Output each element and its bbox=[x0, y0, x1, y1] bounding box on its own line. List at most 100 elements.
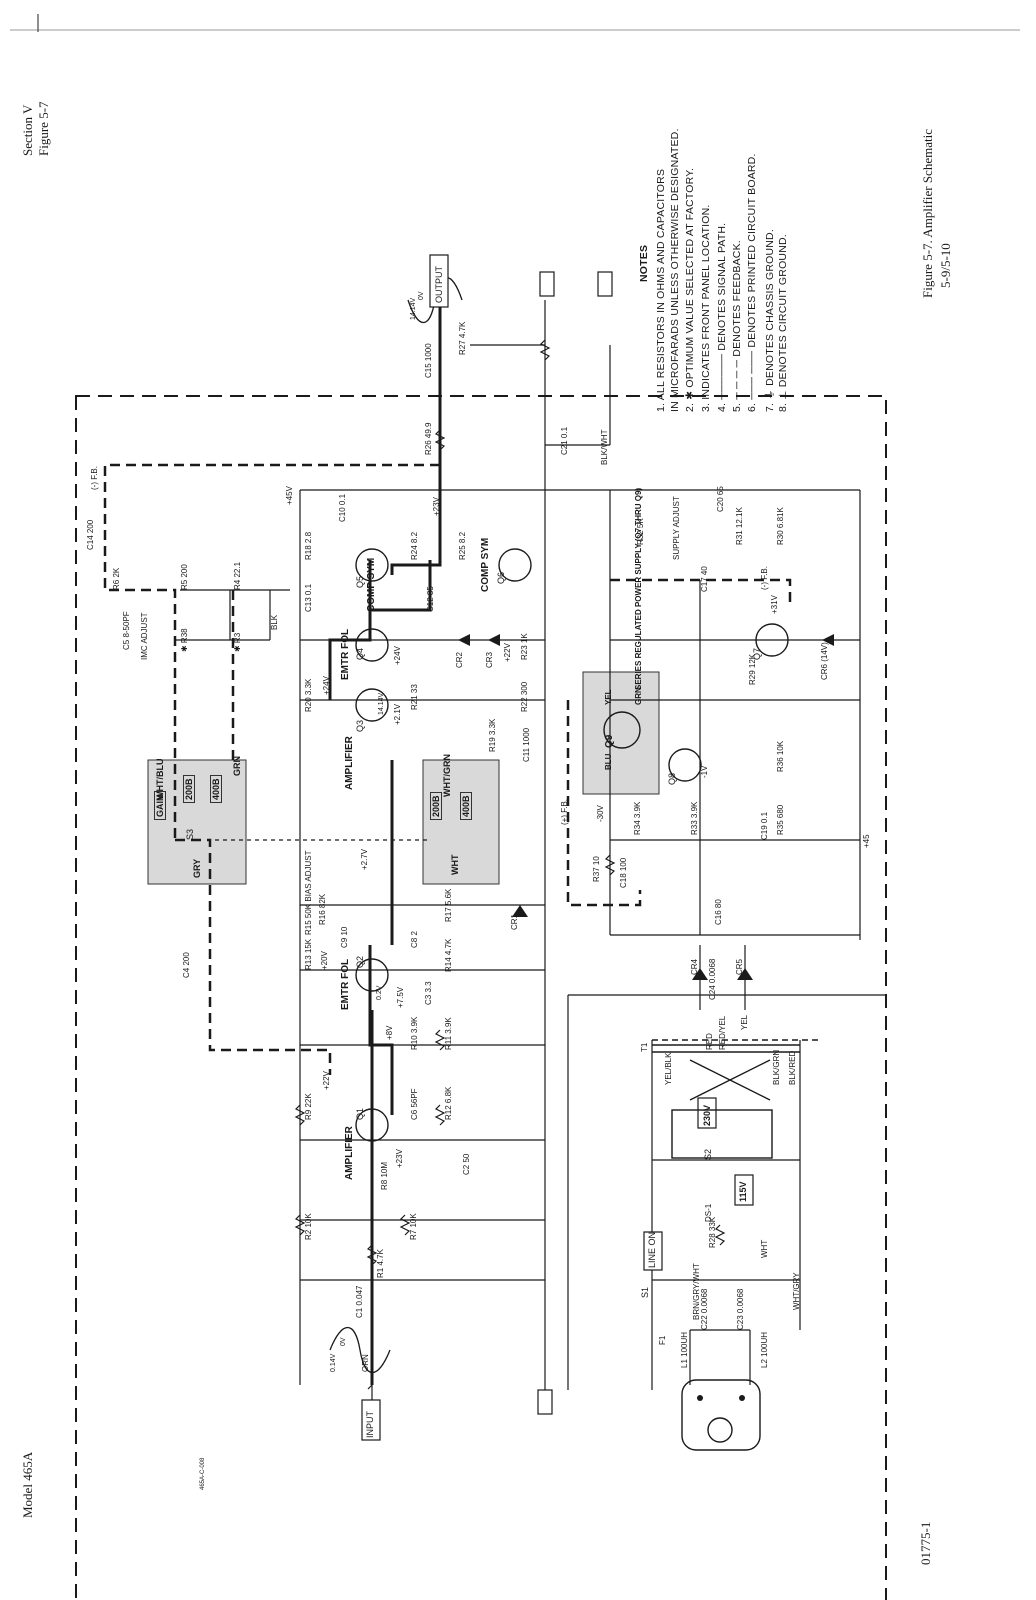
230v-box bbox=[697, 1097, 717, 1129]
c5-label: C5 8-50PF bbox=[122, 611, 131, 650]
c1-label: C1 0.047 bbox=[355, 1285, 364, 1318]
c13-label: C13 0.1 bbox=[304, 583, 313, 612]
r30-label: R30 6.81K bbox=[776, 507, 785, 545]
r33-label: R33 3.9K bbox=[690, 801, 699, 835]
figure-pages: 5-9/5-10 bbox=[938, 243, 953, 288]
l2-label: L2 100UH bbox=[760, 1331, 769, 1368]
r38-label: ✱ R38 bbox=[180, 628, 189, 652]
c16-label: C16 80 bbox=[714, 899, 723, 925]
cr5-label: CR5 bbox=[735, 958, 744, 975]
q4-name: EMTR FOL bbox=[340, 628, 351, 680]
q6-name: COMP SYM bbox=[480, 537, 491, 592]
q3-name: AMPLIFIER bbox=[344, 736, 355, 790]
q1-ref: Q1 bbox=[355, 1107, 365, 1120]
input-wave-zero: 0V bbox=[340, 1337, 347, 1346]
r7-label: R7 10K bbox=[409, 1213, 418, 1240]
q9-panel bbox=[582, 671, 660, 795]
r5-label: R5 200 bbox=[180, 564, 189, 590]
r1-label: R1 4.7K bbox=[376, 1249, 385, 1278]
output-terminal-box bbox=[429, 254, 449, 308]
v-m30: -30V bbox=[596, 805, 605, 822]
q2-symbol bbox=[355, 958, 389, 992]
c15-label: C15 1000 bbox=[424, 343, 433, 378]
v-45-b: +45 bbox=[862, 834, 871, 848]
c23-label: C23 0.0068 bbox=[736, 1288, 745, 1330]
note-8: 8. ⊥ DENOTES CIRCUIT GROUND. bbox=[777, 234, 789, 412]
v-8: +8V bbox=[385, 1025, 394, 1040]
resistor-symbols bbox=[294, 339, 726, 1390]
output-wave-amp: 14.14V bbox=[410, 297, 417, 320]
wire-redyel: RED/YEL bbox=[718, 1015, 727, 1050]
diode-symbols bbox=[458, 634, 834, 980]
q2-ref: Q2 bbox=[355, 955, 365, 968]
v-75: +7.5V bbox=[396, 986, 405, 1008]
signal-path bbox=[328, 260, 442, 1385]
v-27: +2.7V bbox=[360, 848, 369, 870]
wire-red: RED bbox=[705, 1033, 714, 1050]
v-45: +45V bbox=[285, 486, 294, 505]
c21-label: C21 0.1 bbox=[560, 426, 569, 455]
r9-label: R9 22K bbox=[304, 1093, 313, 1120]
wire-blu: BLU bbox=[604, 753, 613, 770]
transistor-symbols bbox=[355, 548, 789, 1142]
fb-minus: (-) F.B. bbox=[90, 466, 99, 490]
output-terminal: OUTPUT bbox=[434, 266, 444, 303]
v-24-b: +24V bbox=[393, 646, 402, 665]
figure-ref-label: Figure 5-7 bbox=[36, 101, 51, 156]
r23-label: R23 1K bbox=[520, 633, 529, 660]
s3-pos-200b: 200B bbox=[183, 775, 195, 803]
r18-label: R18 2.8 bbox=[304, 531, 313, 560]
q2-name: EMTR FOL bbox=[340, 958, 351, 1010]
f1-label: F1 bbox=[658, 1335, 667, 1345]
q1-symbol bbox=[355, 1108, 389, 1142]
s2-230v: 230V bbox=[702, 1104, 712, 1126]
v-22-b: +22V bbox=[503, 643, 512, 662]
wire-grn: GRN bbox=[634, 687, 643, 705]
r11-label: R11 3.9K bbox=[444, 1017, 453, 1050]
q8-ref: Q8 bbox=[667, 772, 677, 785]
r4-label: R4 22.1 bbox=[233, 561, 242, 590]
v-02: 0.2V bbox=[376, 985, 383, 1000]
note-6: 6. ─── ─── DENOTES PRINTED CIRCUIT BOARD… bbox=[746, 153, 758, 412]
cr2-symbol bbox=[458, 634, 470, 646]
q6-ref: Q6 bbox=[496, 571, 506, 584]
input-terminal-box bbox=[361, 1399, 381, 1441]
r22-label: R22 300 bbox=[520, 681, 529, 712]
r19-label: R19 3.3K bbox=[488, 718, 497, 752]
q5-name: COMP SYM bbox=[366, 557, 377, 612]
output-wave-zero: 0V bbox=[418, 291, 425, 300]
c11-label: C11 1000 bbox=[522, 727, 531, 762]
c18-label: C18 100 bbox=[619, 857, 628, 888]
q3-symbol bbox=[355, 688, 389, 722]
wire-orn: ORN bbox=[361, 1354, 370, 1372]
note-1a: 1. ALL RESISTORS IN OHMS AND CAPACITORS bbox=[655, 168, 667, 412]
r2-label: R2 10K bbox=[304, 1213, 313, 1240]
supply-adjust-label: SUPPLY ADJUST bbox=[672, 496, 681, 560]
s3b-pos-200b: 200B bbox=[430, 792, 442, 820]
v-22-a: +22V bbox=[322, 1071, 331, 1090]
r3-label: ✱ R3 bbox=[233, 632, 242, 652]
c24-label: C24 0.0068 bbox=[708, 958, 717, 1000]
q4-ref: Q4 bbox=[355, 647, 365, 660]
note-2: 2. ✱ OPTIMUM VALUE SELECTED AT FACTORY. bbox=[684, 167, 696, 412]
s3-label: S3 bbox=[185, 828, 195, 840]
note-7: 7. ⏚ DENOTES CHASSIS GROUND. bbox=[764, 229, 776, 412]
note-1b: IN MICROFARADS UNLESS OTHERWISE DESIGNAT… bbox=[669, 128, 681, 412]
cr6-symbol bbox=[822, 634, 834, 646]
c20-label: C20 65 bbox=[716, 486, 725, 512]
c14-label: C14 200 bbox=[86, 519, 95, 550]
wire-blk: BLK bbox=[270, 614, 279, 630]
r26-label: R26 49.9 bbox=[424, 422, 433, 455]
r14-label: R14 4.7K bbox=[444, 938, 453, 972]
r6-label: R6 2K bbox=[112, 567, 121, 590]
s3-panel bbox=[147, 759, 247, 885]
v-21: +2.1V bbox=[393, 703, 402, 725]
model-label: Model 465A bbox=[20, 1451, 35, 1518]
r29-label: R29 12K bbox=[748, 653, 757, 685]
v-m1: -1V bbox=[700, 765, 709, 778]
v-24-a: +24V bbox=[322, 676, 331, 695]
chassis-gnd-box-3 bbox=[537, 1389, 553, 1415]
r37-label: R37 10 bbox=[592, 856, 601, 882]
c10-label: C10 0.1 bbox=[338, 493, 347, 522]
